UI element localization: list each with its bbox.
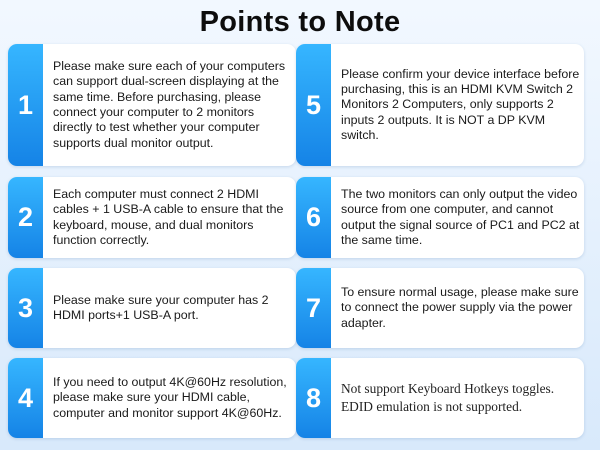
note-number-badge: 3 bbox=[8, 268, 43, 348]
note-number-badge: 6 bbox=[296, 177, 331, 258]
page-title: Points to Note bbox=[199, 6, 401, 38]
note-card-2: 2 Each computer must connect 2 HDMI cabl… bbox=[8, 177, 296, 258]
note-text: To ensure normal usage, please make sure… bbox=[341, 285, 579, 330]
note-card-5: 5 Please confirm your device interface b… bbox=[296, 44, 584, 166]
note-text: Please make sure your computer has 2 HDM… bbox=[53, 292, 269, 322]
note-text: The two monitors can only output the vid… bbox=[341, 186, 580, 247]
note-number-badge: 1 bbox=[8, 44, 43, 166]
note-card-8: 8 Not support Keyboard Hotkeys toggles. … bbox=[296, 358, 584, 438]
note-number-badge: 5 bbox=[296, 44, 331, 166]
note-card-7: 7 To ensure normal usage, please make su… bbox=[296, 268, 584, 348]
note-text: Not support Keyboard Hotkeys toggles. ED… bbox=[341, 381, 555, 414]
note-number-badge: 4 bbox=[8, 358, 43, 438]
note-text: Each computer must connect 2 HDMI cables… bbox=[53, 186, 284, 247]
note-card-3: 3 Please make sure your computer has 2 H… bbox=[8, 268, 296, 348]
note-card-4: 4 If you need to output 4K@60Hz resoluti… bbox=[8, 358, 296, 438]
note-text: Please confirm your device interface bef… bbox=[341, 66, 580, 142]
note-number-badge: 7 bbox=[296, 268, 331, 348]
note-text: If you need to output 4K@60Hz resolution… bbox=[53, 375, 287, 420]
note-number-badge: 2 bbox=[8, 177, 43, 258]
note-card-1: 1 Please make sure each of your computer… bbox=[8, 44, 296, 166]
note-card-6: 6 The two monitors can only output the v… bbox=[296, 177, 584, 258]
note-text: Please make sure each of your computers … bbox=[53, 59, 286, 150]
note-number-badge: 8 bbox=[296, 358, 331, 438]
